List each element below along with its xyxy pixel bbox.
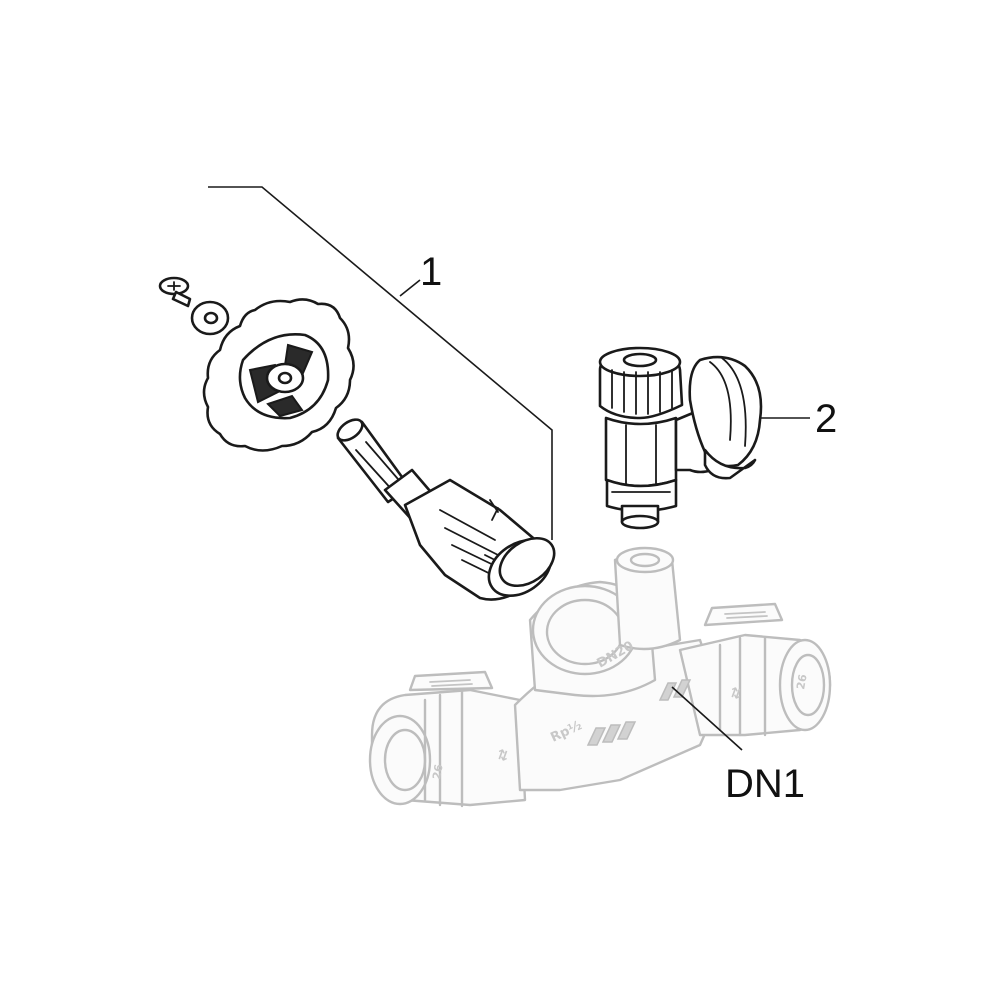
leader-tick-1 (399, 279, 421, 297)
size-stamp-left: 26 (430, 763, 446, 781)
screw (158, 276, 192, 308)
arrow-stamp-right: ⇄ (727, 685, 746, 702)
callout-label-dn1: DN1 (725, 762, 805, 806)
arrow-stamp-left: ⇄ (494, 747, 513, 764)
t-fitting-body: DN20 Rp½ 26 26 ⇄ ⇄ (368, 546, 832, 808)
leader-line-dn (671, 686, 743, 751)
callout-label-2: 2 (815, 397, 837, 441)
valve-headpiece (336, 418, 556, 601)
outlet-valve (598, 346, 763, 530)
size-stamp-right: 26 (794, 673, 810, 691)
handwheel (202, 298, 355, 452)
leader-line-1 (208, 186, 553, 540)
callout-label-1: 1 (420, 250, 442, 294)
washer (190, 300, 230, 336)
